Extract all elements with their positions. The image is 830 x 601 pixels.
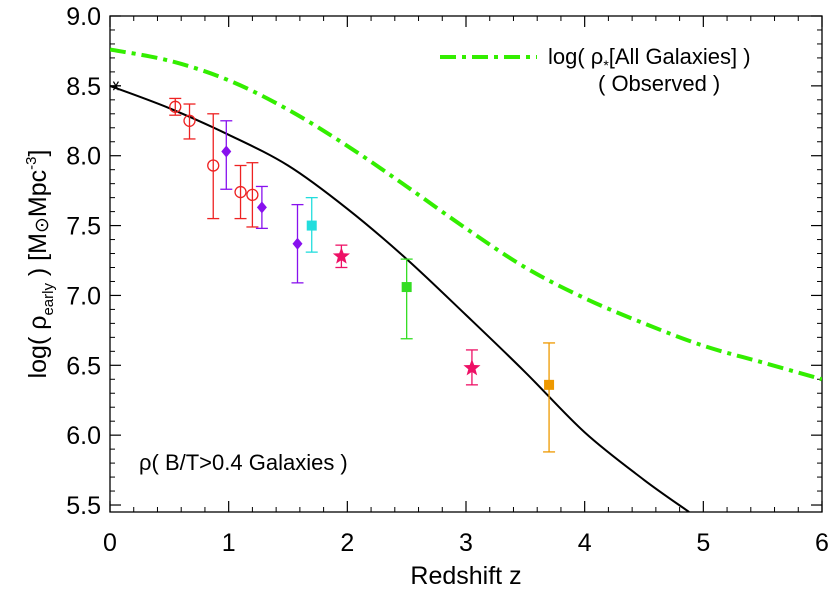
x-axis-title: Redshift z [410,562,521,590]
asterisk-stroke [112,81,119,91]
x-tick-label: 6 [815,529,829,557]
data-point [463,359,481,376]
y-axis-tick-labels: 5.5 6.0 6.5 7.0 7.5 8.0 8.5 9.0 [66,3,101,520]
data-point [544,379,555,390]
x-tick-label: 0 [103,529,117,557]
curve-early [110,84,690,512]
y-tick-label: 9.0 [66,3,101,31]
data-point [246,188,259,201]
data-point [169,100,182,113]
legend-label-line1: log( ρ*[All Galaxies] ) [548,44,751,73]
x-tick-label: 4 [578,529,592,557]
y-tick-label: 7.0 [66,282,101,310]
y-axis-ticks [110,15,822,506]
y-tick-label: 7.5 [66,213,101,241]
data-points [110,81,556,453]
x-axis-ticks [109,16,823,512]
x-tick-label: 2 [340,529,354,557]
model-curves [110,47,822,512]
data-point [234,185,247,199]
data-point [401,282,412,293]
data-point [306,220,317,231]
x-axis-tick-labels: 0 1 2 3 4 5 6 [103,529,829,557]
y-tick-label: 6.5 [66,352,101,380]
data-point [183,114,196,127]
data-point [110,81,121,91]
legend: log( ρ*[All Galaxies] ) ( Observed ) [440,44,751,96]
y-tick-label: 8.5 [66,73,101,101]
curve-all-observed [110,47,822,382]
x-tick-label: 5 [696,529,710,557]
data-point [332,247,350,264]
x-tick-label: 3 [459,529,473,557]
y-tick-label: 6.0 [66,422,101,450]
data-point [221,145,232,158]
x-tick-label: 1 [222,529,236,557]
annotation-label: ρ( B/T>0.4 Galaxies ) [139,450,348,475]
y-tick-label: 8.0 [66,143,101,171]
data-point [292,237,303,250]
legend-label-line2: ( Observed ) [598,71,720,96]
y-axis-title: log( ρearly ) [M⊙Mpc-3] [23,150,57,379]
data-point [256,201,267,214]
y-tick-label: 5.5 [66,492,101,520]
data-point [207,159,220,172]
